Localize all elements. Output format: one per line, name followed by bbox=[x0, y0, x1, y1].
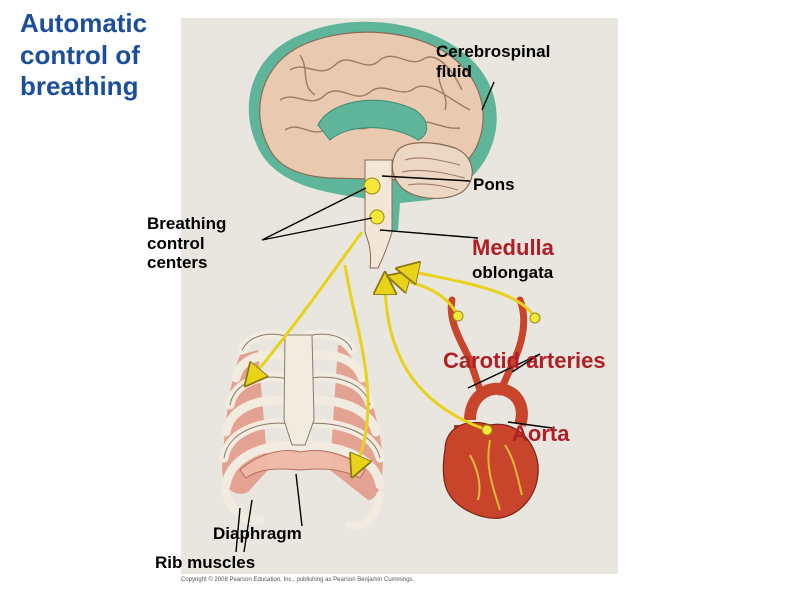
csf-leader bbox=[481, 81, 495, 111]
copyright-notice: Copyright © 2008 Pearson Education, Inc.… bbox=[181, 577, 415, 583]
aortic-arch bbox=[464, 382, 528, 427]
slide-title: Automatic control of breathing bbox=[20, 8, 148, 102]
label-diaphragm: Diaphragm bbox=[213, 524, 302, 543]
sternum bbox=[283, 334, 315, 446]
corpus-callosum bbox=[317, 99, 428, 141]
label-aorta: Aorta bbox=[512, 421, 570, 446]
centers-leader-upper bbox=[261, 187, 367, 241]
label-carotid-arteries: Carotid arteries bbox=[443, 348, 606, 373]
heart bbox=[442, 296, 539, 519]
rib-muscles-leader-a bbox=[235, 507, 241, 553]
nerve-pathways bbox=[250, 231, 537, 470]
medulla-center-dot bbox=[369, 209, 385, 225]
carotid-leader-right bbox=[511, 353, 541, 373]
ribcage bbox=[219, 329, 385, 530]
carotid-sensor-left bbox=[452, 310, 464, 322]
sensory-from-aorta bbox=[385, 280, 488, 432]
aorta-sensor bbox=[481, 424, 493, 436]
nerve-to-diaphragm bbox=[343, 264, 368, 470]
cerebellum bbox=[391, 142, 473, 199]
right-carotid-artery bbox=[496, 296, 528, 396]
centers-leader-lower bbox=[261, 217, 373, 241]
leader-lines bbox=[235, 81, 553, 553]
medulla-leader bbox=[379, 229, 479, 239]
label-rib-muscles: Rib muscles bbox=[155, 553, 256, 572]
rib-muscles-leader-b bbox=[243, 499, 253, 553]
diaphragm-leader bbox=[295, 473, 303, 527]
coronary-vessels bbox=[469, 439, 523, 511]
carotid-leader-left bbox=[467, 353, 541, 389]
label-breathing-control-centers: Breathing control centers bbox=[147, 214, 227, 273]
pons-leader bbox=[381, 175, 471, 182]
sensory-from-right-carotid bbox=[404, 270, 537, 319]
label-medulla: Medulla bbox=[472, 235, 554, 260]
heart-body bbox=[442, 421, 539, 519]
label-pons: Pons bbox=[473, 175, 515, 194]
nerve-to-rib-muscles bbox=[250, 231, 364, 380]
label-cerebrospinal-fluid: Cerebrospinal fluid bbox=[436, 42, 551, 81]
aorta-leader bbox=[507, 421, 553, 429]
cerebellum-folds bbox=[401, 157, 466, 191]
carotid-sensor-right bbox=[529, 312, 541, 324]
pons-center-dot bbox=[363, 177, 381, 195]
brain bbox=[248, 21, 497, 269]
label-oblongata: oblongata bbox=[472, 263, 554, 282]
